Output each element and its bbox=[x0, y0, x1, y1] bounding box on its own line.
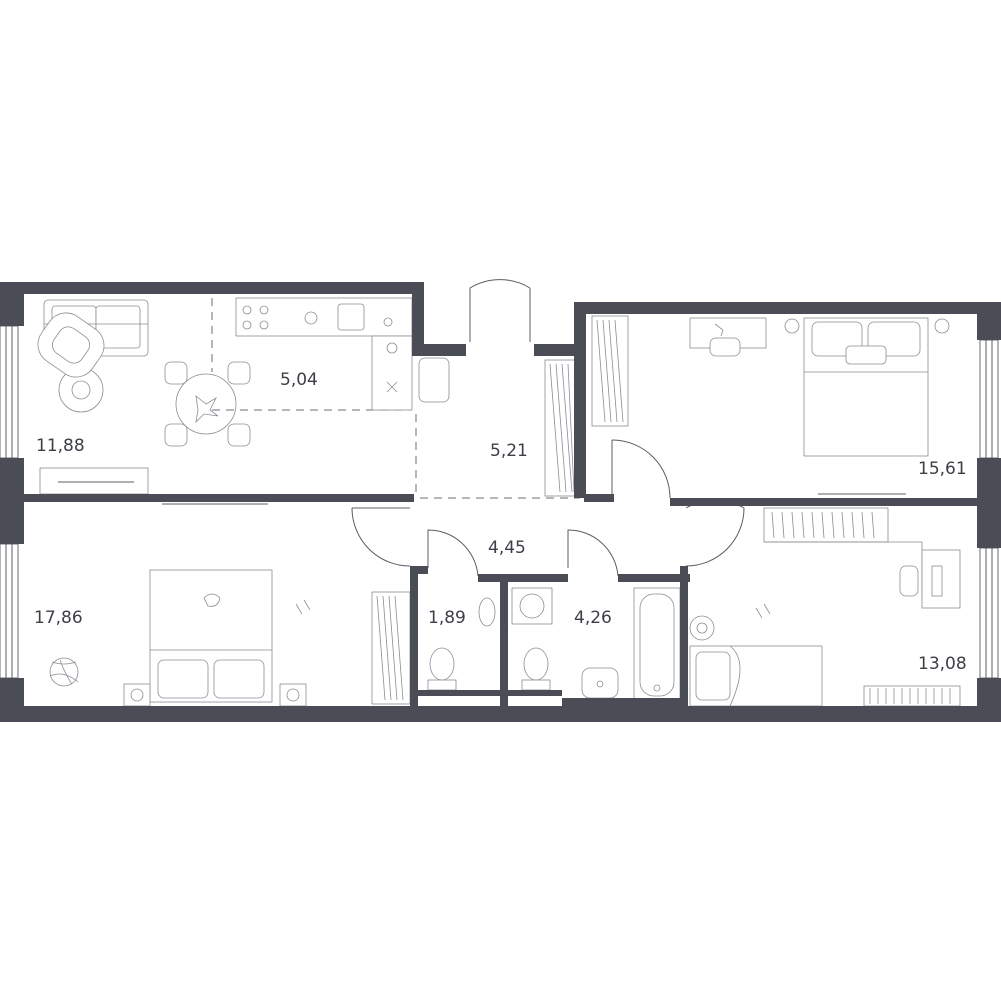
area-label-bathroom: 4,26 bbox=[574, 608, 612, 628]
area-label-bedroom-1: 15,61 bbox=[918, 459, 967, 479]
furniture-layer bbox=[0, 279, 999, 707]
desk-icon bbox=[764, 541, 961, 609]
slippers-icon bbox=[295, 599, 311, 615]
walls bbox=[0, 282, 1001, 722]
wardrobe-icon bbox=[591, 315, 629, 427]
bed-icon bbox=[123, 569, 307, 707]
area-label-bedroom-2: 17,86 bbox=[34, 608, 83, 628]
area-label-bedroom-3: 13,08 bbox=[918, 654, 967, 674]
kitchen-counter-icon bbox=[235, 297, 413, 411]
plant-icon bbox=[49, 657, 79, 687]
area-label-hall: 5,21 bbox=[490, 441, 528, 461]
radiator-icon bbox=[863, 685, 961, 707]
washing-machine-icon bbox=[511, 587, 553, 625]
area-labels: 11,88 5,04 5,21 15,61 4,45 17,86 1,89 4,… bbox=[34, 370, 967, 674]
sink-icon bbox=[581, 667, 619, 699]
area-label-corridor: 4,45 bbox=[488, 538, 526, 558]
armchair-icon bbox=[37, 312, 105, 378]
slippers-icon bbox=[755, 603, 771, 619]
shelf-icon bbox=[763, 507, 889, 543]
pouf-icon bbox=[418, 357, 450, 403]
area-label-living: 11,88 bbox=[36, 436, 85, 456]
wardrobe-icon bbox=[371, 591, 411, 705]
toilet-icon bbox=[521, 647, 551, 691]
sink-icon bbox=[478, 597, 496, 627]
desk-icon bbox=[689, 317, 767, 357]
bed-icon bbox=[784, 317, 950, 457]
bathtub-icon bbox=[633, 587, 681, 703]
bed-icon bbox=[689, 615, 823, 707]
dining-table-icon bbox=[164, 361, 251, 447]
toilet-icon bbox=[427, 647, 457, 691]
area-label-kitchen: 5,04 bbox=[280, 370, 318, 390]
tv-stand-icon bbox=[39, 467, 149, 495]
area-label-wc: 1,89 bbox=[428, 608, 466, 628]
